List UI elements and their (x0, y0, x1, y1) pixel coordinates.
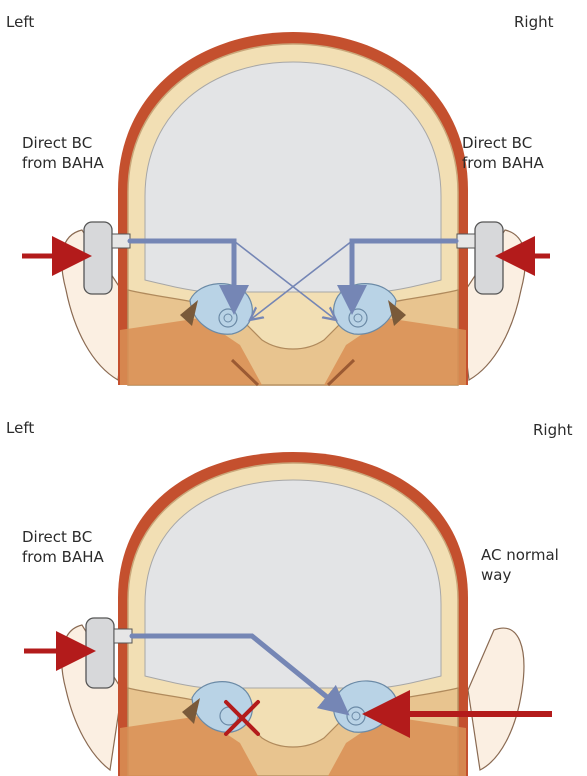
annotation-line: from BAHA (22, 153, 104, 173)
annotation-line: Direct BC (462, 133, 544, 153)
side-label-left: Left (6, 418, 34, 438)
left-annotation: Direct BC from BAHA (22, 527, 104, 567)
panel-top (22, 32, 550, 385)
annotation-line: Direct BC (22, 527, 104, 547)
annotation-line: from BAHA (22, 547, 104, 567)
annotation-line: AC normal (481, 545, 559, 565)
brain-cavity (145, 62, 441, 292)
side-label-left: Left (6, 12, 34, 32)
annotation-line: way (481, 565, 559, 585)
brain-cavity (145, 480, 441, 688)
annotation-line: from BAHA (462, 153, 544, 173)
right-ear (468, 628, 524, 770)
annotation-line: Direct BC (22, 133, 104, 153)
side-label-right: Right (533, 420, 573, 440)
right-annotation: Direct BC from BAHA (462, 133, 544, 173)
left-annotation: Direct BC from BAHA (22, 133, 104, 173)
panel-bottom (24, 452, 552, 776)
side-label-right: Right (514, 12, 554, 32)
right-annotation: AC normal way (481, 545, 559, 585)
